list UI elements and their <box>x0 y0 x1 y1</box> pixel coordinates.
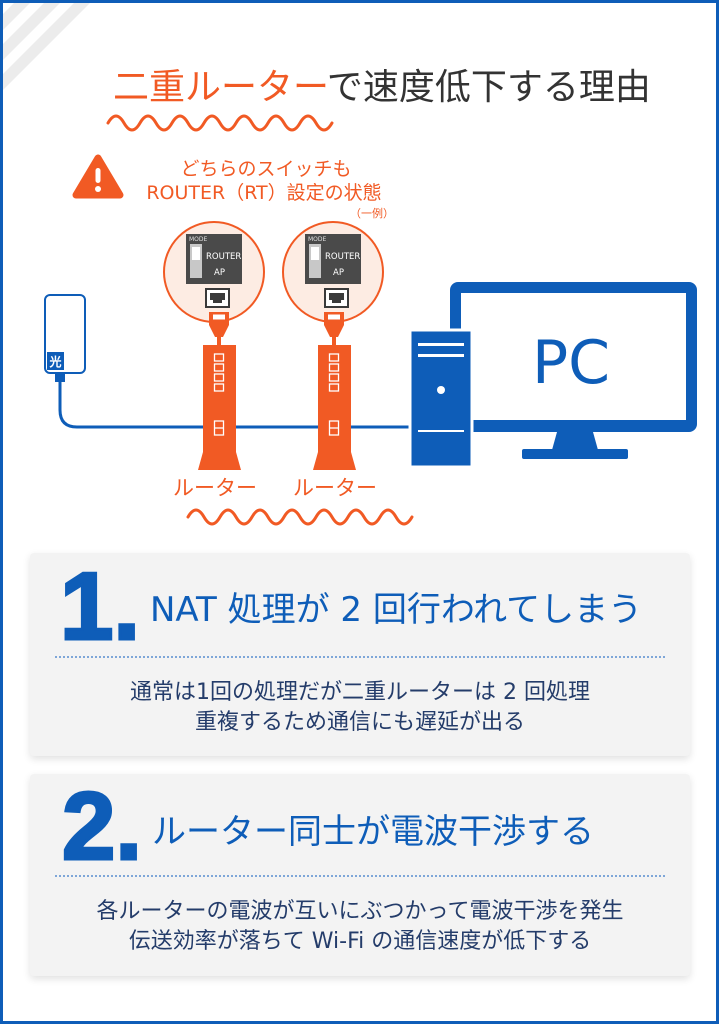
plug-boot <box>209 325 229 337</box>
pc-label: PC <box>532 328 610 398</box>
reason-body-line: 各ルーターの電波が互いにぶつかって電波干渉を発生 <box>96 899 624 924</box>
ap-mode-label: AP <box>333 268 344 278</box>
router-label-left: ルーター <box>173 476 257 500</box>
tower-body <box>408 328 474 469</box>
tower-power-button <box>437 386 445 394</box>
ethernet-port-icon <box>324 288 349 308</box>
mode-label: MODE <box>189 236 208 243</box>
ap-mode-label: AP <box>214 268 225 278</box>
tower-vent <box>418 430 464 432</box>
warning-line-1: どちらのスイッチも <box>180 158 351 180</box>
switch-closeup-right: MODE ROUTER AP <box>282 221 384 323</box>
port-socket <box>329 293 344 303</box>
corner-stripes <box>3 3 90 90</box>
router-led <box>213 373 225 382</box>
mode-switch-knob <box>311 247 319 260</box>
tower-drive-bay <box>418 354 464 357</box>
warning-triangle-icon <box>72 154 124 199</box>
reason-body-line: 重複するため通信にも遅延が出る <box>194 710 525 735</box>
router-mode-label: ROUTER <box>325 252 360 262</box>
title-highlight: 二重ルーター <box>113 67 327 108</box>
plug-cable <box>332 336 336 347</box>
pc-tower-icon <box>408 328 474 469</box>
reason-heading: ルーター同士が電波干渉する <box>152 812 594 852</box>
warning-exclamation-dot <box>95 186 101 192</box>
router-icon <box>313 312 356 470</box>
plug-contacts <box>328 314 340 320</box>
corner-stripe <box>3 3 90 90</box>
dotted-divider <box>55 656 665 658</box>
monitor-base <box>522 449 628 459</box>
lan-plug-icon <box>209 312 229 347</box>
reason-card-1: 1. NAT 処理が 2 回行われてしまう 通常は1回の処理だが二重ルーターは … <box>30 553 690 756</box>
router-body <box>313 345 356 470</box>
onu-badge <box>47 352 64 370</box>
page-title: 二重ルーターで速度低下する理由 <box>113 66 651 110</box>
mode-switch-knob <box>192 247 200 260</box>
title-rest: で速度低下する理由 <box>326 67 651 108</box>
corner-stripe <box>3 3 60 60</box>
warning-line-2: ROUTER（RT）設定の状態 <box>146 182 381 204</box>
monitor-neck <box>552 432 598 450</box>
port-socket <box>210 293 225 303</box>
router-indicators <box>328 353 340 436</box>
reason-number: 1. <box>58 553 141 660</box>
router-led <box>328 383 340 392</box>
reason-body-line: 通常は1回の処理だが二重ルーターは 2 回処理 <box>130 680 590 705</box>
ethernet-port-icon <box>205 288 230 308</box>
router-led <box>213 363 225 372</box>
reason-number: 2. <box>60 773 143 880</box>
reason-card-2: 2. ルーター同士が電波干渉する 各ルーターの電波が互いにぶつかって電波干渉を発… <box>30 774 690 976</box>
router-led <box>328 373 340 382</box>
router-body <box>198 345 241 470</box>
monitor-screen <box>461 293 686 420</box>
onu-connector <box>55 373 65 382</box>
router-led <box>328 363 340 372</box>
network-diagram: どちらのスイッチも ROUTER（RT）設定の状態 （一例） MODE ROUT… <box>3 3 697 526</box>
corner-stripe <box>3 3 30 30</box>
router-indicators <box>213 353 225 436</box>
warning-exclamation-bar <box>95 168 101 183</box>
lan-plug-icon <box>324 312 344 347</box>
onu-device-icon: 光 <box>44 294 86 382</box>
dotted-divider <box>55 875 665 877</box>
network-cable <box>58 380 412 429</box>
router-mode-label: ROUTER <box>206 252 241 262</box>
plug-contacts <box>213 314 225 320</box>
title-wavy-underline <box>106 114 334 132</box>
router-wavy-underline <box>186 508 414 526</box>
router-led <box>328 353 340 362</box>
switch-closeup-left: MODE ROUTER AP <box>163 221 265 323</box>
reason-body: 通常は1回の処理だが二重ルーターは 2 回処理 重複するため通信にも遅延が出る <box>30 678 690 738</box>
onu-label: 光 <box>48 354 61 369</box>
mode-label: MODE <box>308 236 327 243</box>
router-icon <box>198 312 241 470</box>
reason-body: 各ルーターの電波が互いにぶつかって電波干渉を発生 伝送効率が落ちて Wi-Fi … <box>30 897 690 957</box>
reason-heading: NAT 処理が 2 回行われてしまう <box>150 590 643 630</box>
plug-cable <box>217 336 221 347</box>
reason-body-line: 伝送効率が落ちて Wi-Fi の通信速度が低下する <box>128 929 592 954</box>
tower-drive-bay <box>418 343 464 346</box>
pc-monitor-icon: PC <box>450 282 697 459</box>
plug-boot <box>324 325 344 337</box>
router-led <box>213 383 225 392</box>
router-label-right: ルーター <box>293 476 377 500</box>
warning-note: （一例） <box>350 206 394 220</box>
router-led <box>213 353 225 362</box>
